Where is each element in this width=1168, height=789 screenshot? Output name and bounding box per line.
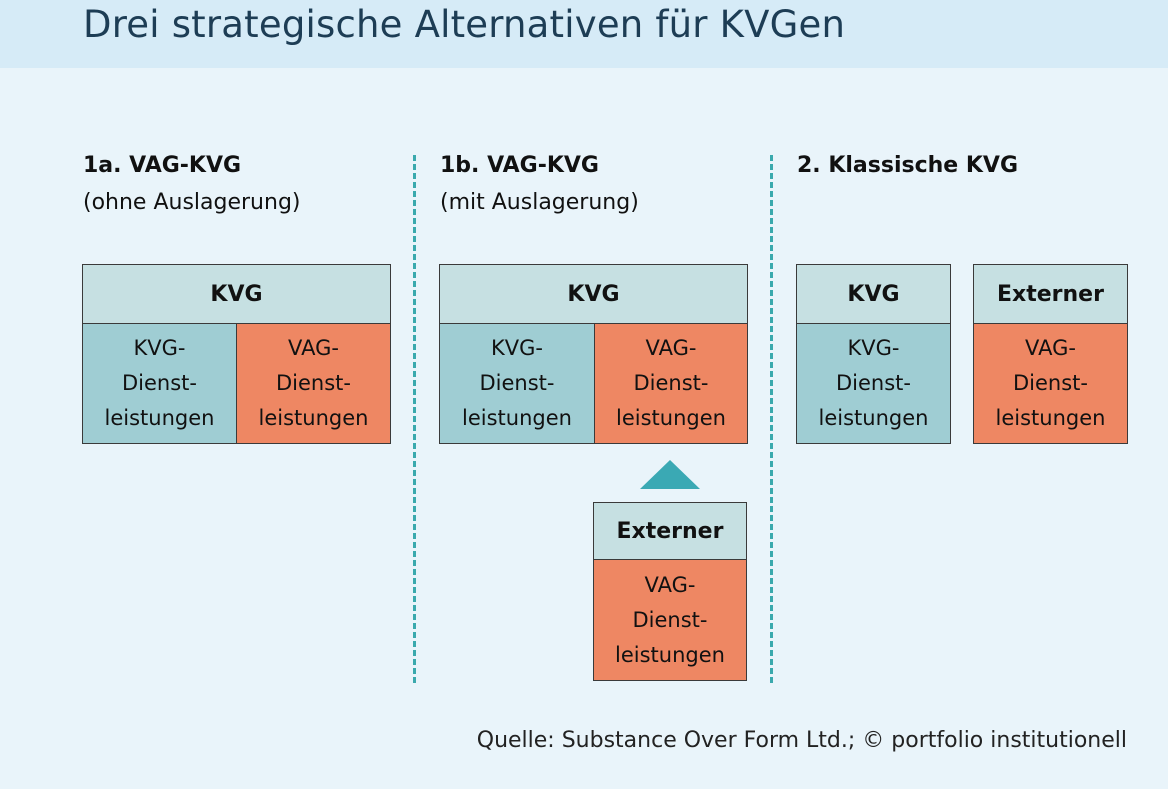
external-header-label: Externer [997, 281, 1104, 307]
kvg-services-cell-2: KVG- Dienst- leistungen [796, 323, 951, 444]
vag-services-cell-1a: VAG- Dienst- leistungen [236, 323, 391, 444]
cell-line: Dienst- [835, 371, 911, 395]
up-arrow-icon [640, 460, 700, 489]
cell-line: leistungen [104, 406, 215, 430]
cell-line: VAG- [1025, 336, 1076, 360]
cell-line: VAG- [288, 336, 339, 360]
cell-line: leistungen [615, 642, 725, 667]
cell-line: Dienst- [479, 371, 555, 395]
title-bar: Drei strategische Alternativen für KVGen [0, 0, 1168, 68]
cell-line: Dienst- [1012, 371, 1088, 395]
cell-line: leistungen [616, 406, 726, 430]
column-1a-title: 1a. VAG-KVG [83, 153, 242, 178]
cell-line: leistungen [995, 406, 1106, 430]
cell-line: KVG- [133, 336, 186, 360]
external-header-label: Externer [616, 518, 724, 544]
external-header-1b: Externer [593, 502, 747, 560]
kvg-header-1a: KVG [82, 264, 391, 324]
column-divider-1 [413, 155, 416, 683]
cell-line: leistungen [258, 406, 369, 430]
kvg-header-label: KVG [210, 281, 263, 307]
column-1b-title: 1b. VAG-KVG [440, 153, 599, 178]
column-2-title: 2. Klassische KVG [797, 153, 1018, 178]
external-vag-services-cell-2: VAG- Dienst- leistungen [973, 323, 1128, 444]
cell-line: leistungen [818, 406, 929, 430]
cell-line: leistungen [462, 406, 572, 430]
kvg-services-cell-1b: KVG- Dienst- leistungen [439, 323, 595, 444]
cell-line: Dienst- [275, 371, 351, 395]
kvg-header-label: KVG [567, 281, 620, 307]
cell-line: VAG- [644, 572, 696, 597]
kvg-header-2: KVG [796, 264, 951, 324]
kvg-header-1b: KVG [439, 264, 748, 324]
column-1b-subtitle: (mit Auslagerung) [440, 190, 639, 215]
page-title: Drei strategische Alternativen für KVGen [83, 3, 846, 46]
kvg-services-cell-1a: KVG- Dienst- leistungen [82, 323, 237, 444]
source-note: Quelle: Substance Over Form Ltd.; © port… [476, 728, 1127, 753]
cell-line: KVG- [847, 336, 900, 360]
cell-line: Dienst- [633, 371, 709, 395]
cell-line: VAG- [645, 336, 697, 360]
cell-line: KVG- [490, 336, 543, 360]
external-vag-services-cell-1b: VAG- Dienst- leistungen [593, 559, 747, 681]
external-header-2: Externer [973, 264, 1128, 324]
vag-services-cell-1b: VAG- Dienst- leistungen [594, 323, 748, 444]
kvg-header-label: KVG [847, 281, 900, 307]
column-divider-2 [770, 155, 773, 683]
cell-line: Dienst- [121, 371, 197, 395]
cell-line: Dienst- [632, 607, 708, 632]
column-1a-subtitle: (ohne Auslagerung) [83, 190, 301, 215]
